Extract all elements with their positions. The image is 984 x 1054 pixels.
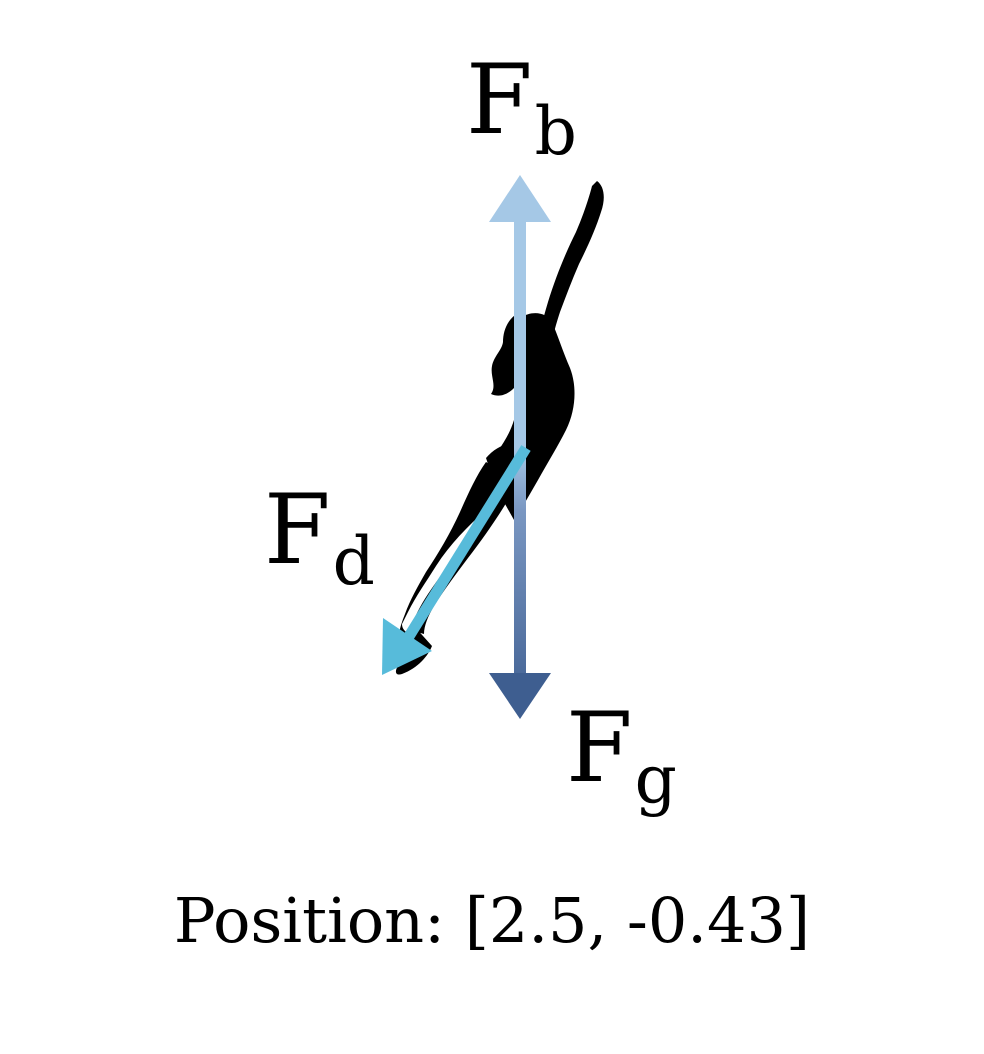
gravity-symbol: F — [566, 692, 633, 804]
gravity-subscript: g — [634, 741, 677, 819]
buoyancy-subscript: b — [534, 93, 577, 171]
gravity-arrow-head — [489, 673, 551, 719]
drag-subscript: d — [332, 523, 375, 601]
drag-force-label: Fd — [264, 482, 375, 595]
position-value: [2.5, -0.43] — [464, 884, 811, 957]
gravity-force-label: Fg — [566, 700, 677, 813]
drag-arrow-head — [382, 618, 432, 675]
position-label: Position: — [173, 884, 445, 957]
buoyancy-force-label: Fb — [466, 52, 577, 165]
buoyancy-symbol: F — [466, 44, 533, 156]
drag-force-arrow — [382, 445, 531, 675]
buoyancy-arrow-head — [489, 175, 551, 222]
position-caption: Position: [2.5, -0.43] — [0, 884, 984, 957]
drag-symbol: F — [264, 474, 331, 586]
drag-arrow-shaft — [403, 445, 531, 641]
